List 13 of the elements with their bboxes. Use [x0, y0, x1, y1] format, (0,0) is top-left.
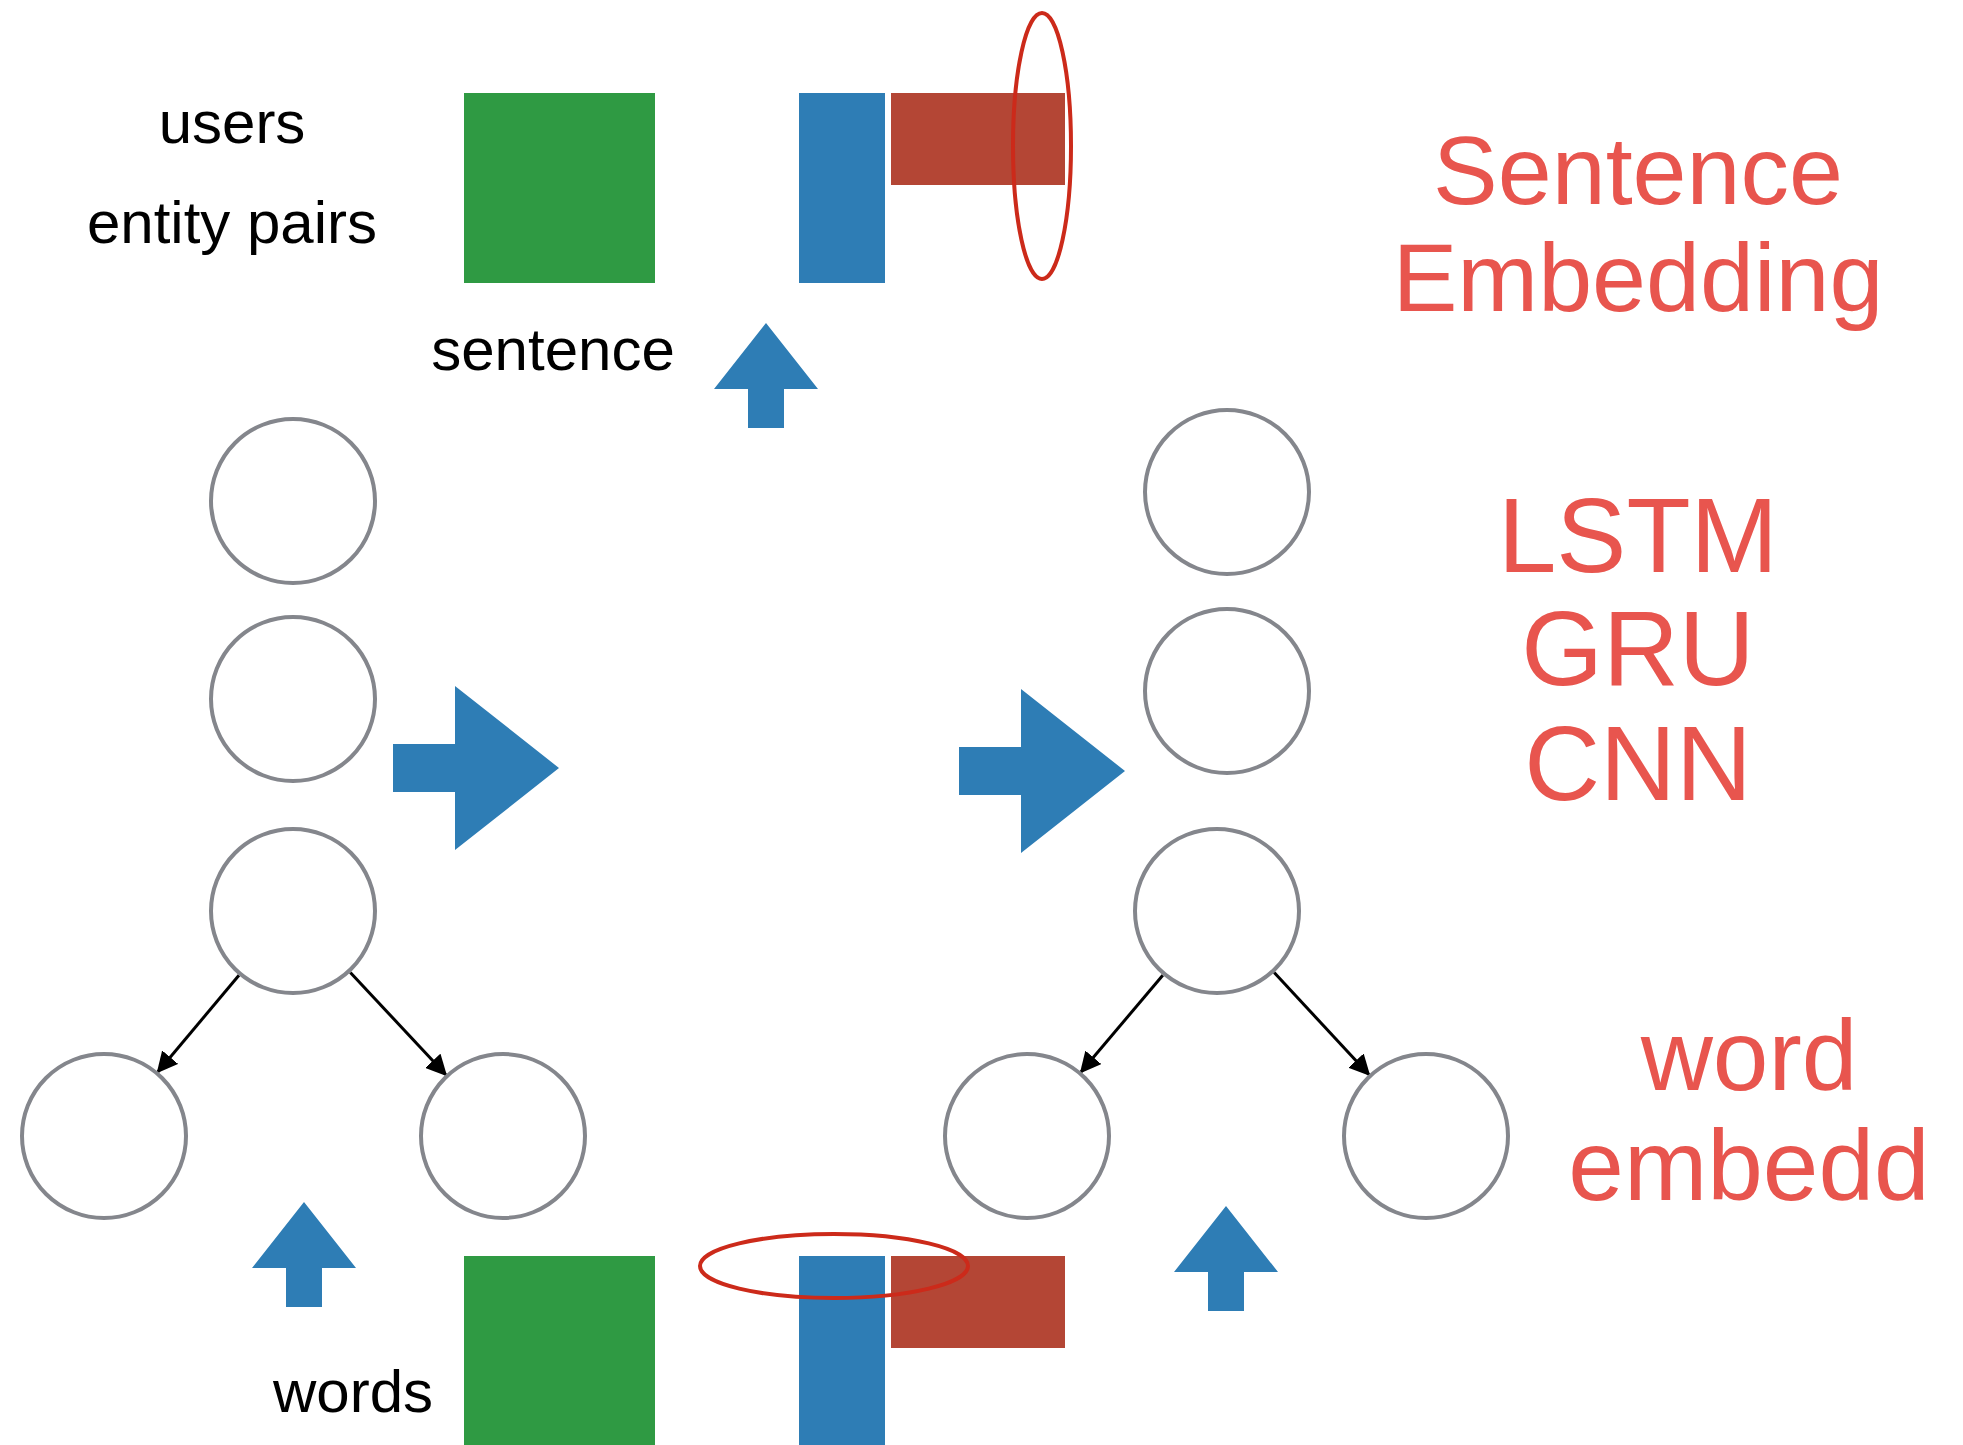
arrow — [156, 974, 241, 1074]
text-label: GRU — [1520, 591, 1756, 707]
arrow — [1273, 971, 1371, 1076]
text-label: sentence — [430, 317, 676, 383]
text-label: Sentence Embedding — [1391, 118, 1885, 332]
text-label: words — [271, 1359, 435, 1425]
text-label: users — [157, 90, 307, 156]
text-label: CNN — [1523, 706, 1753, 822]
text-label: entity pairs — [85, 190, 379, 256]
text-label: word embedd — [1567, 1000, 1931, 1220]
arrow — [349, 971, 448, 1077]
arrow — [1079, 974, 1164, 1074]
text-label: LSTM — [1496, 478, 1779, 594]
